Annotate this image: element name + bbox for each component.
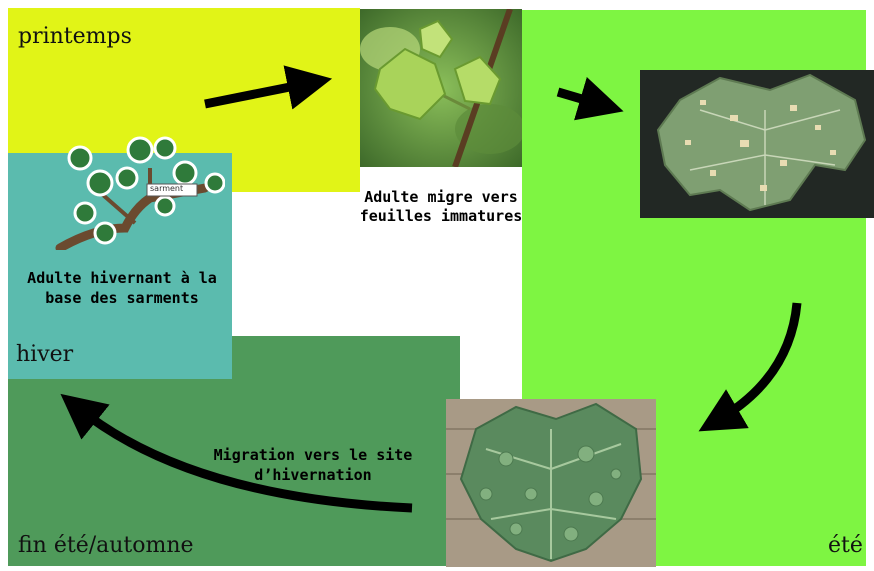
late-summer-label: fin été/automne [18, 533, 194, 558]
winter-label: hiver [16, 342, 73, 367]
young-shoot-photo [360, 9, 522, 167]
spotted-leaf-photo [640, 70, 874, 218]
autumn-migration-caption: Migration vers le site d’hivernation [208, 445, 418, 485]
summer-label: été [828, 533, 863, 558]
sarment-label: sarment [150, 184, 183, 193]
spring-migration-caption: Adulte migre vers feuilles immatures [336, 188, 546, 226]
galled-leaf-photo [446, 399, 656, 567]
spring-label: printemps [18, 24, 132, 49]
vine-illustration: sarment [55, 128, 225, 250]
overwintering-caption: Adulte hivernant à la base des sarments [16, 268, 228, 308]
